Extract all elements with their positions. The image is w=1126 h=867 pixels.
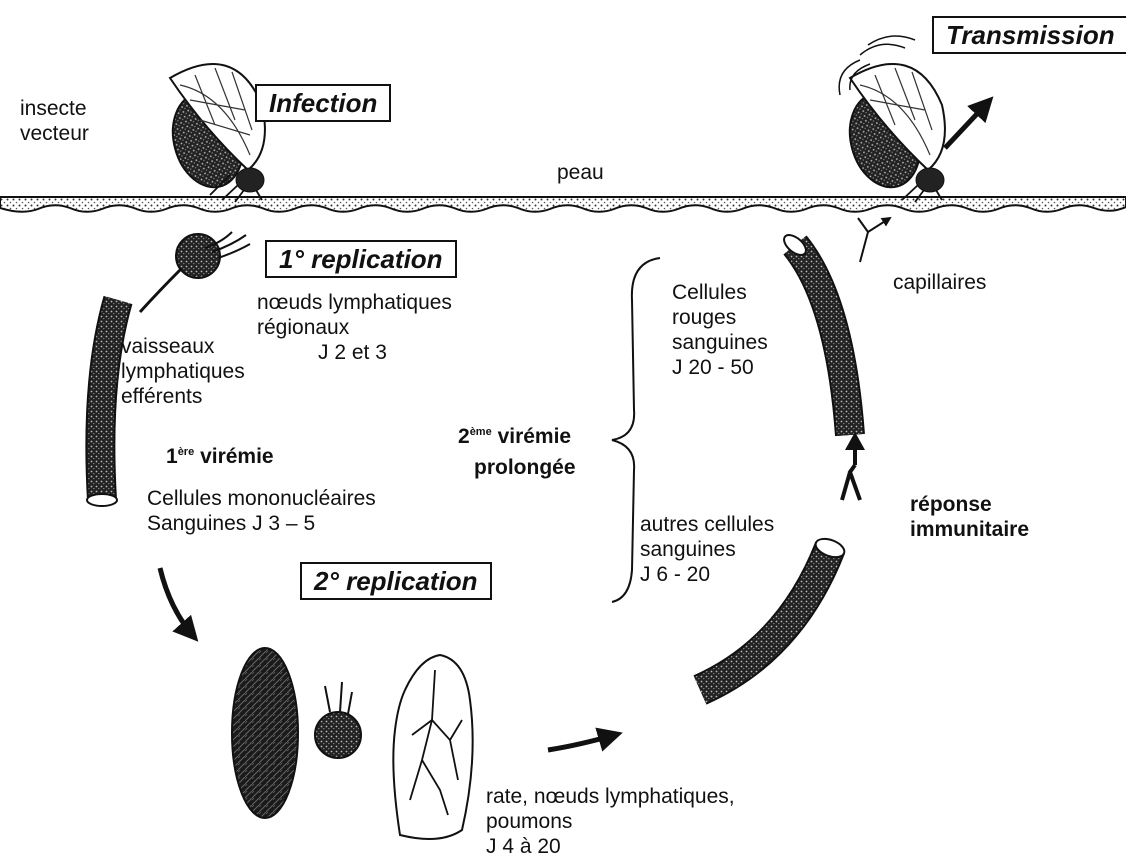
viremia-1-number: 1 <box>166 445 178 468</box>
viremia-2-ordinal: ème <box>470 426 492 438</box>
stage-replication-1: 1° replication <box>265 240 457 278</box>
label-lymph-nodes-regional: nœuds lymphatiques régionaux <box>257 290 452 340</box>
lymph-node-icon <box>140 232 250 312</box>
insect-transmission-icon <box>839 36 945 202</box>
spleen-icon <box>232 648 298 818</box>
label-viremia-2: 2ème virémie <box>458 420 571 449</box>
label-efferent-vessels: vaisseaux lymphatiques efférents <box>121 334 245 409</box>
flow-arrow-down <box>160 568 195 638</box>
label-viremia-1: 1ère virémie <box>166 440 274 469</box>
label-insect-vector: insecte vecteur <box>20 96 89 146</box>
capillary-vessel-icon <box>781 218 890 435</box>
label-skin: peau <box>557 160 604 185</box>
label-viremia-2-prolonged: prolongée <box>474 455 576 480</box>
flow-arrow-right <box>548 734 618 750</box>
label-red-cells: Cellules rouges sanguines J 20 - 50 <box>672 280 768 380</box>
transmission-arrow <box>945 100 990 148</box>
label-lymph-nodes-day: J 2 et 3 <box>318 340 387 365</box>
viremia-1-word: virémie <box>200 445 274 468</box>
stage-replication-2: 2° replication <box>300 562 492 600</box>
viremia-2-number: 2 <box>458 425 470 448</box>
skin-layer <box>0 197 1126 212</box>
blood-vessel-icon <box>87 300 118 506</box>
insect-vector-icon <box>163 64 265 202</box>
immune-response-arrow <box>842 432 865 500</box>
label-mononuclear-cells: Cellules mononucléaires Sanguines J 3 – … <box>147 486 376 536</box>
label-capillaries: capillaires <box>893 270 986 295</box>
label-organs: rate, nœuds lymphatiques, poumons J 4 à … <box>486 784 735 859</box>
stage-infection: Infection <box>255 84 391 122</box>
viremia-1-ordinal: ère <box>178 446 195 458</box>
lung-icon <box>393 655 472 839</box>
lymph-node-bottom-icon <box>315 682 361 758</box>
label-immune-response: réponse immunitaire <box>910 492 1029 542</box>
viremia-2-word: virémie <box>498 425 572 448</box>
stage-transmission: Transmission <box>932 16 1126 54</box>
label-other-cells: autres cellules sanguines J 6 - 20 <box>640 512 774 587</box>
